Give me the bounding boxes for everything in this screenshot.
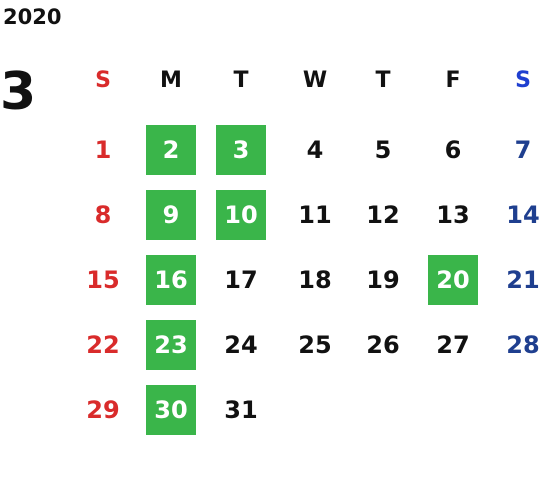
day-cell-3[interactable]: 3: [216, 125, 266, 175]
day-cell-9[interactable]: 9: [146, 190, 196, 240]
day-cell-15[interactable]: 15: [86, 266, 120, 294]
day-cell-20[interactable]: 20: [428, 255, 478, 305]
day-cell-2[interactable]: 2: [146, 125, 196, 175]
day-cell-6[interactable]: 6: [444, 136, 462, 164]
day-cell-12[interactable]: 12: [366, 201, 400, 229]
month-label: 3: [0, 62, 37, 122]
weekday-header-5: F: [445, 68, 461, 93]
day-cell-22[interactable]: 22: [86, 331, 120, 359]
day-cell-19[interactable]: 19: [366, 266, 400, 294]
day-cell-14[interactable]: 14: [506, 201, 540, 229]
day-cell-4[interactable]: 4: [306, 136, 324, 164]
weekday-header-6: S: [515, 68, 531, 93]
day-cell-28[interactable]: 28: [506, 331, 540, 359]
day-cell-31[interactable]: 31: [224, 396, 258, 424]
day-cell-27[interactable]: 27: [436, 331, 470, 359]
day-cell-21[interactable]: 21: [506, 266, 540, 294]
day-cell-5[interactable]: 5: [374, 136, 392, 164]
day-cell-23[interactable]: 23: [146, 320, 196, 370]
day-cell-10[interactable]: 10: [216, 190, 266, 240]
day-cell-11[interactable]: 11: [298, 201, 332, 229]
day-cell-30[interactable]: 30: [146, 385, 196, 435]
weekday-header-2: T: [233, 68, 249, 93]
day-cell-17[interactable]: 17: [224, 266, 258, 294]
day-cell-8[interactable]: 8: [94, 201, 112, 229]
day-cell-7[interactable]: 7: [514, 136, 532, 164]
day-cell-24[interactable]: 24: [224, 331, 258, 359]
day-cell-25[interactable]: 25: [298, 331, 332, 359]
day-cell-18[interactable]: 18: [298, 266, 332, 294]
weekday-header-3: W: [302, 68, 328, 93]
weekday-header-1: M: [160, 68, 182, 93]
year-label: 2020: [3, 5, 62, 29]
day-cell-1[interactable]: 1: [94, 136, 112, 164]
weekday-header-0: S: [95, 68, 111, 93]
weekday-header-4: T: [375, 68, 391, 93]
day-cell-16[interactable]: 16: [146, 255, 196, 305]
day-cell-13[interactable]: 13: [436, 201, 470, 229]
day-cell-26[interactable]: 26: [366, 331, 400, 359]
day-cell-29[interactable]: 29: [86, 396, 120, 424]
